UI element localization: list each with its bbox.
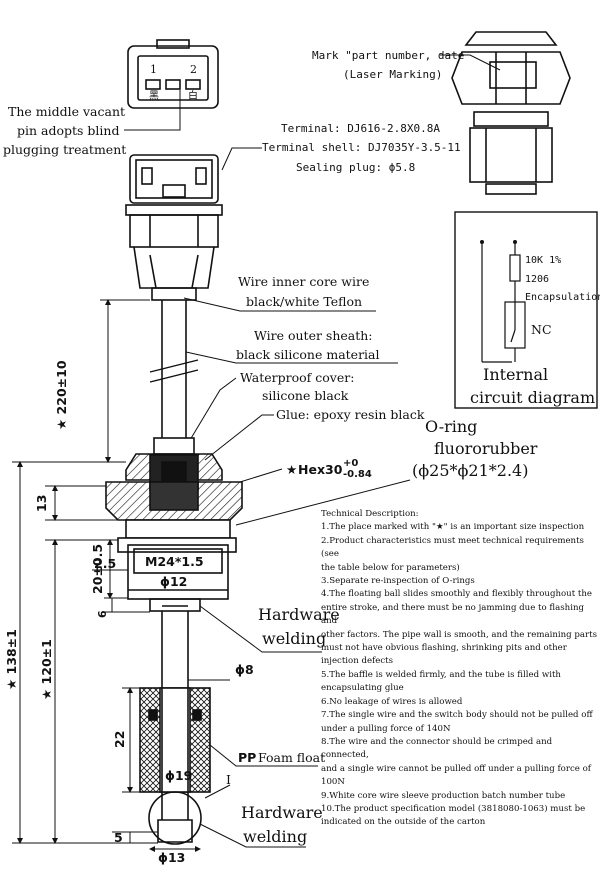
foam-float [139, 687, 211, 793]
pin-white-label: 白 [188, 89, 198, 102]
wire-core-line-1: Wire inner core wire [238, 274, 369, 289]
dia13-dim: ϕ13 [158, 850, 185, 865]
pin-note-line-2: pin adopts blind [17, 123, 119, 138]
waterproof-leader [189, 377, 237, 441]
tech-line: injection defects [321, 656, 394, 667]
glue-leader [204, 414, 274, 461]
section-mark: I [226, 772, 231, 787]
tech-line: 4.The floating ball slides smoothly and … [321, 589, 592, 600]
dim-138: ★ 138±1 [4, 629, 19, 690]
foam-leader [209, 744, 318, 767]
hardware-welding-bottom-1: Hardware [241, 803, 323, 822]
dim-120: ★ 120±1 [39, 639, 54, 700]
sensor-head [105, 437, 243, 553]
pin-1-label: 1 [150, 63, 157, 76]
hex-label: Hex30 [298, 462, 343, 477]
tech-line: 6.No leakage of wires is allowed [321, 696, 463, 707]
welding-bottom-leader [199, 823, 306, 848]
mark-note-line-2: (Laser Marking) [343, 68, 442, 81]
connector-face-view [127, 39, 219, 109]
oring-line-1: O-ring [425, 417, 477, 436]
circuit-diagram [454, 211, 598, 409]
section-leader [204, 784, 231, 799]
wire-core-leader [183, 297, 376, 312]
tech-line: 7.The single wire and the switch body sh… [321, 710, 593, 721]
hardware-welding-top-1: Hardware [258, 605, 340, 624]
hex-star: ★ [286, 462, 297, 477]
resistor-package: 1206 [525, 274, 549, 285]
tech-line: 100N [321, 777, 345, 788]
dia19-dim: ϕ19 [165, 768, 192, 783]
switch-nc-label: NC [531, 322, 552, 337]
resistor-encapsulation: Encapsulation [525, 292, 600, 303]
hex-leader [239, 468, 283, 483]
hex-tol-up: +0 [343, 458, 358, 469]
bottom-weld [148, 791, 202, 845]
connector-side-view [125, 154, 223, 301]
technical-description: Technical Description: 1.The place marke… [321, 508, 597, 830]
waterproof-line-2: silicone black [262, 388, 349, 403]
dim-220: ★ 220±10 [54, 360, 69, 430]
dim-22: 22 [112, 731, 127, 748]
dim-6: 6 [96, 610, 109, 618]
dimension-lines [12, 299, 158, 844]
circuit-caption-1: Internal [483, 365, 548, 384]
dim-13: 13 [34, 495, 49, 512]
tech-line: encapsulating glue [321, 683, 404, 694]
wire-cable [149, 300, 199, 440]
tech-line: indicated on the outside of the carton [321, 817, 486, 828]
terminal-spec: Terminal: DJ616-2.8X0.8A [281, 122, 440, 135]
sealing-plug-spec: Sealing plug: ϕ5.8 [296, 161, 415, 174]
tech-line: 10.The product specification model (3818… [321, 803, 586, 814]
pin-note-line-3: plugging treatment [3, 142, 126, 157]
marking-inset-view [451, 31, 571, 195]
pin-black-label: 黑 [149, 90, 159, 102]
resistor-value: 10K 1% [525, 255, 561, 266]
pin-2-label: 2 [190, 63, 197, 76]
waterproof-line-1: Waterproof cover: [240, 370, 354, 385]
wire-sheath-line-1: Wire outer sheath: [254, 328, 373, 343]
tech-line: under a pulling force of 140N [321, 723, 451, 734]
tech-line: 2.Product characteristics must meet tech… [321, 535, 584, 560]
tech-line: 9.White core wire sleeve production batc… [321, 790, 566, 801]
mark-note-line-1: Mark "part number, date [312, 49, 464, 62]
wire-sheath-line-2: black silicone material [236, 347, 380, 362]
tech-line: 5.The baffle is welded firmly, and the t… [321, 669, 561, 680]
oring-leader [235, 479, 411, 526]
tech-line: 8.The wire and the connector should be c… [321, 736, 553, 761]
tech-line: the table below for parameters) [321, 562, 460, 573]
tech-line: and a single wire cannot be pulled off u… [321, 763, 591, 774]
dia8-dim: ϕ8 [235, 662, 254, 677]
terminal-leader [221, 147, 262, 171]
wire-core-line-2: black/white Teflon [246, 294, 362, 309]
foam-pp-label: PP [238, 750, 256, 765]
dia12-dim: ϕ12 [160, 574, 187, 589]
tech-line: other factors. The pipe wall is smooth, … [321, 629, 597, 640]
circuit-caption-2: circuit diagram [470, 388, 595, 407]
mark-leader [440, 54, 501, 71]
dim-2-5: 2.5 [94, 556, 116, 571]
pin-note-line-1: The middle vacant [8, 104, 125, 119]
hex-tol-down: -0.84 [343, 469, 372, 480]
oring-line-3: (ϕ25*ϕ21*2.4) [412, 461, 528, 480]
tech-line: 1.The place marked with "★" is an import… [321, 522, 585, 533]
thread-dim: M24*1.5 [145, 554, 204, 569]
glue-label: Glue: epoxy resin black [276, 407, 425, 422]
dim-5: 5 [114, 830, 123, 845]
tech-heading: Technical Description: [321, 509, 419, 519]
terminal-shell-spec: Terminal shell: DJ7035Y-3.5-11 [262, 141, 461, 154]
tech-line: must not have obvious flashing, shrinkin… [321, 643, 567, 654]
oring-line-2: fluororubber [434, 439, 538, 458]
hardware-welding-top-2: welding [262, 629, 326, 648]
hardware-welding-bottom-2: welding [243, 827, 307, 846]
dim-20: 20±0.5 [90, 544, 105, 594]
tech-line: 3.Separate re-inspection of O-rings [321, 576, 475, 587]
wire-sheath-leader [185, 351, 398, 364]
welding-top-leader [199, 605, 322, 653]
foam-float-label: Foam float [258, 750, 325, 765]
tech-line: entire stroke, and there must be no jamm… [321, 602, 584, 627]
pin-note-leader [124, 90, 181, 131]
